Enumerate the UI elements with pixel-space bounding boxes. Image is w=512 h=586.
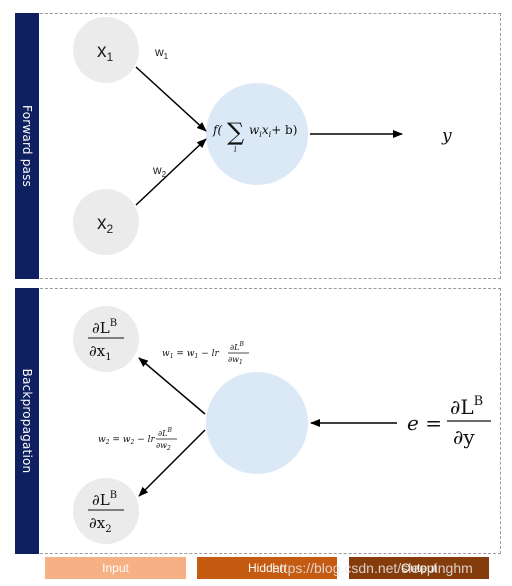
edge-neuron-to-grad-x1 [138,357,206,415]
svg-text:∂LB: ∂LB [450,394,483,419]
hidden-node-backward [206,372,308,474]
svg-text:∑: ∑ [227,118,244,146]
svg-text:∂w1: ∂w1 [228,355,243,366]
svg-text:∂w2: ∂w2 [156,441,171,452]
error-formula: e = ∂LB ∂y [407,394,491,449]
svg-text:∂LB: ∂LB [158,427,172,438]
svg-text:w2 = w2 − lr: w2 = w2 − lr [98,435,155,446]
gradient-x2-label: ∂LB ∂x2 [88,490,124,535]
svg-text:w1 = w1 − lr: w1 = w1 − lr [162,349,219,360]
forward-pass-sidebar: Forward pass [15,13,39,279]
svg-text:i: i [234,145,237,154]
input-node-grad-x1 [73,306,139,372]
svg-text:∂LB: ∂LB [92,490,117,509]
svg-text:f(: f( [212,123,222,137]
output-y-label: y [441,126,452,146]
edge-x2-to-neuron [135,138,207,206]
edge-x1-to-neuron [135,66,207,132]
svg-text:∂y: ∂y [453,425,475,449]
backpropagation-sidebar: Backpropagation [15,288,39,554]
weight-update-w1: w1 = w1 − lr ∂LB ∂w1 [162,341,249,366]
svg-text:∂LB: ∂LB [230,341,244,352]
input-node-grad-x2 [73,478,139,544]
weight-update-w2: w2 = w2 − lr ∂LB ∂w2 [98,427,177,452]
input-node-x1 [73,17,139,83]
svg-text:∂LB: ∂LB [92,318,117,337]
neuron-formula: f( ∑ i wixi+ b) [212,118,297,154]
input-node-x2 [73,189,139,255]
legend-input: Input [45,557,186,579]
svg-text:e =: e = [407,411,442,435]
w1-label: w1 [154,45,169,61]
gradient-x1-label: ∂LB ∂x1 [88,318,124,363]
edge-neuron-to-grad-x2 [138,429,206,497]
svg-text:wixi+ b): wixi+ b) [249,123,297,139]
w2-label: w2 [152,163,167,179]
legend-hidden: Hidden [197,557,337,579]
svg-text:∂x1: ∂x1 [89,342,112,363]
legend-output: Output [349,557,489,579]
svg-text:∂x2: ∂x2 [89,514,112,535]
watermark: https://blog.csdn.net/sleepinghm [272,560,473,576]
x1-label: x1 [97,41,114,64]
x2-label: x2 [97,213,114,236]
hidden-node-forward [206,83,308,185]
